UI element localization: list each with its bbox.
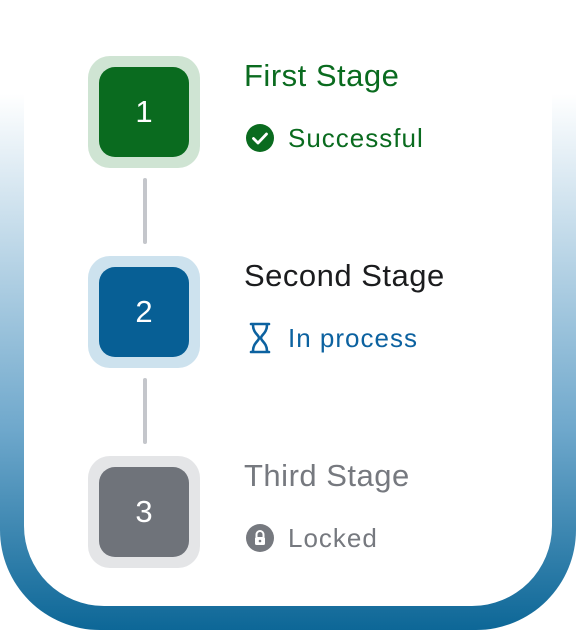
step-title: First Stage	[244, 58, 400, 93]
step-title: Third Stage	[244, 458, 410, 493]
status-label: Locked	[288, 522, 378, 553]
status-label: Successful	[288, 122, 424, 153]
step-status: Successful	[244, 122, 424, 154]
step-2[interactable]: 2 Second Stage In process	[88, 256, 548, 368]
step-number: 3	[99, 467, 189, 557]
check-circle-icon	[244, 122, 276, 154]
step-1[interactable]: 1 First Stage Successful	[88, 56, 548, 168]
hourglass-icon	[244, 322, 276, 354]
step-number-badge: 3	[88, 456, 200, 568]
step-number-badge: 2	[88, 256, 200, 368]
step-number: 1	[99, 67, 189, 157]
step-number-badge: 1	[88, 56, 200, 168]
step-connector	[143, 178, 147, 244]
step-3[interactable]: 3 Third Stage Locked	[88, 456, 548, 568]
step-status: Locked	[244, 522, 378, 554]
step-status: In process	[244, 322, 418, 354]
step-connector	[143, 378, 147, 444]
step-title: Second Stage	[244, 258, 445, 293]
step-number: 2	[99, 267, 189, 357]
lock-icon	[244, 522, 276, 554]
status-label: In process	[288, 322, 418, 353]
